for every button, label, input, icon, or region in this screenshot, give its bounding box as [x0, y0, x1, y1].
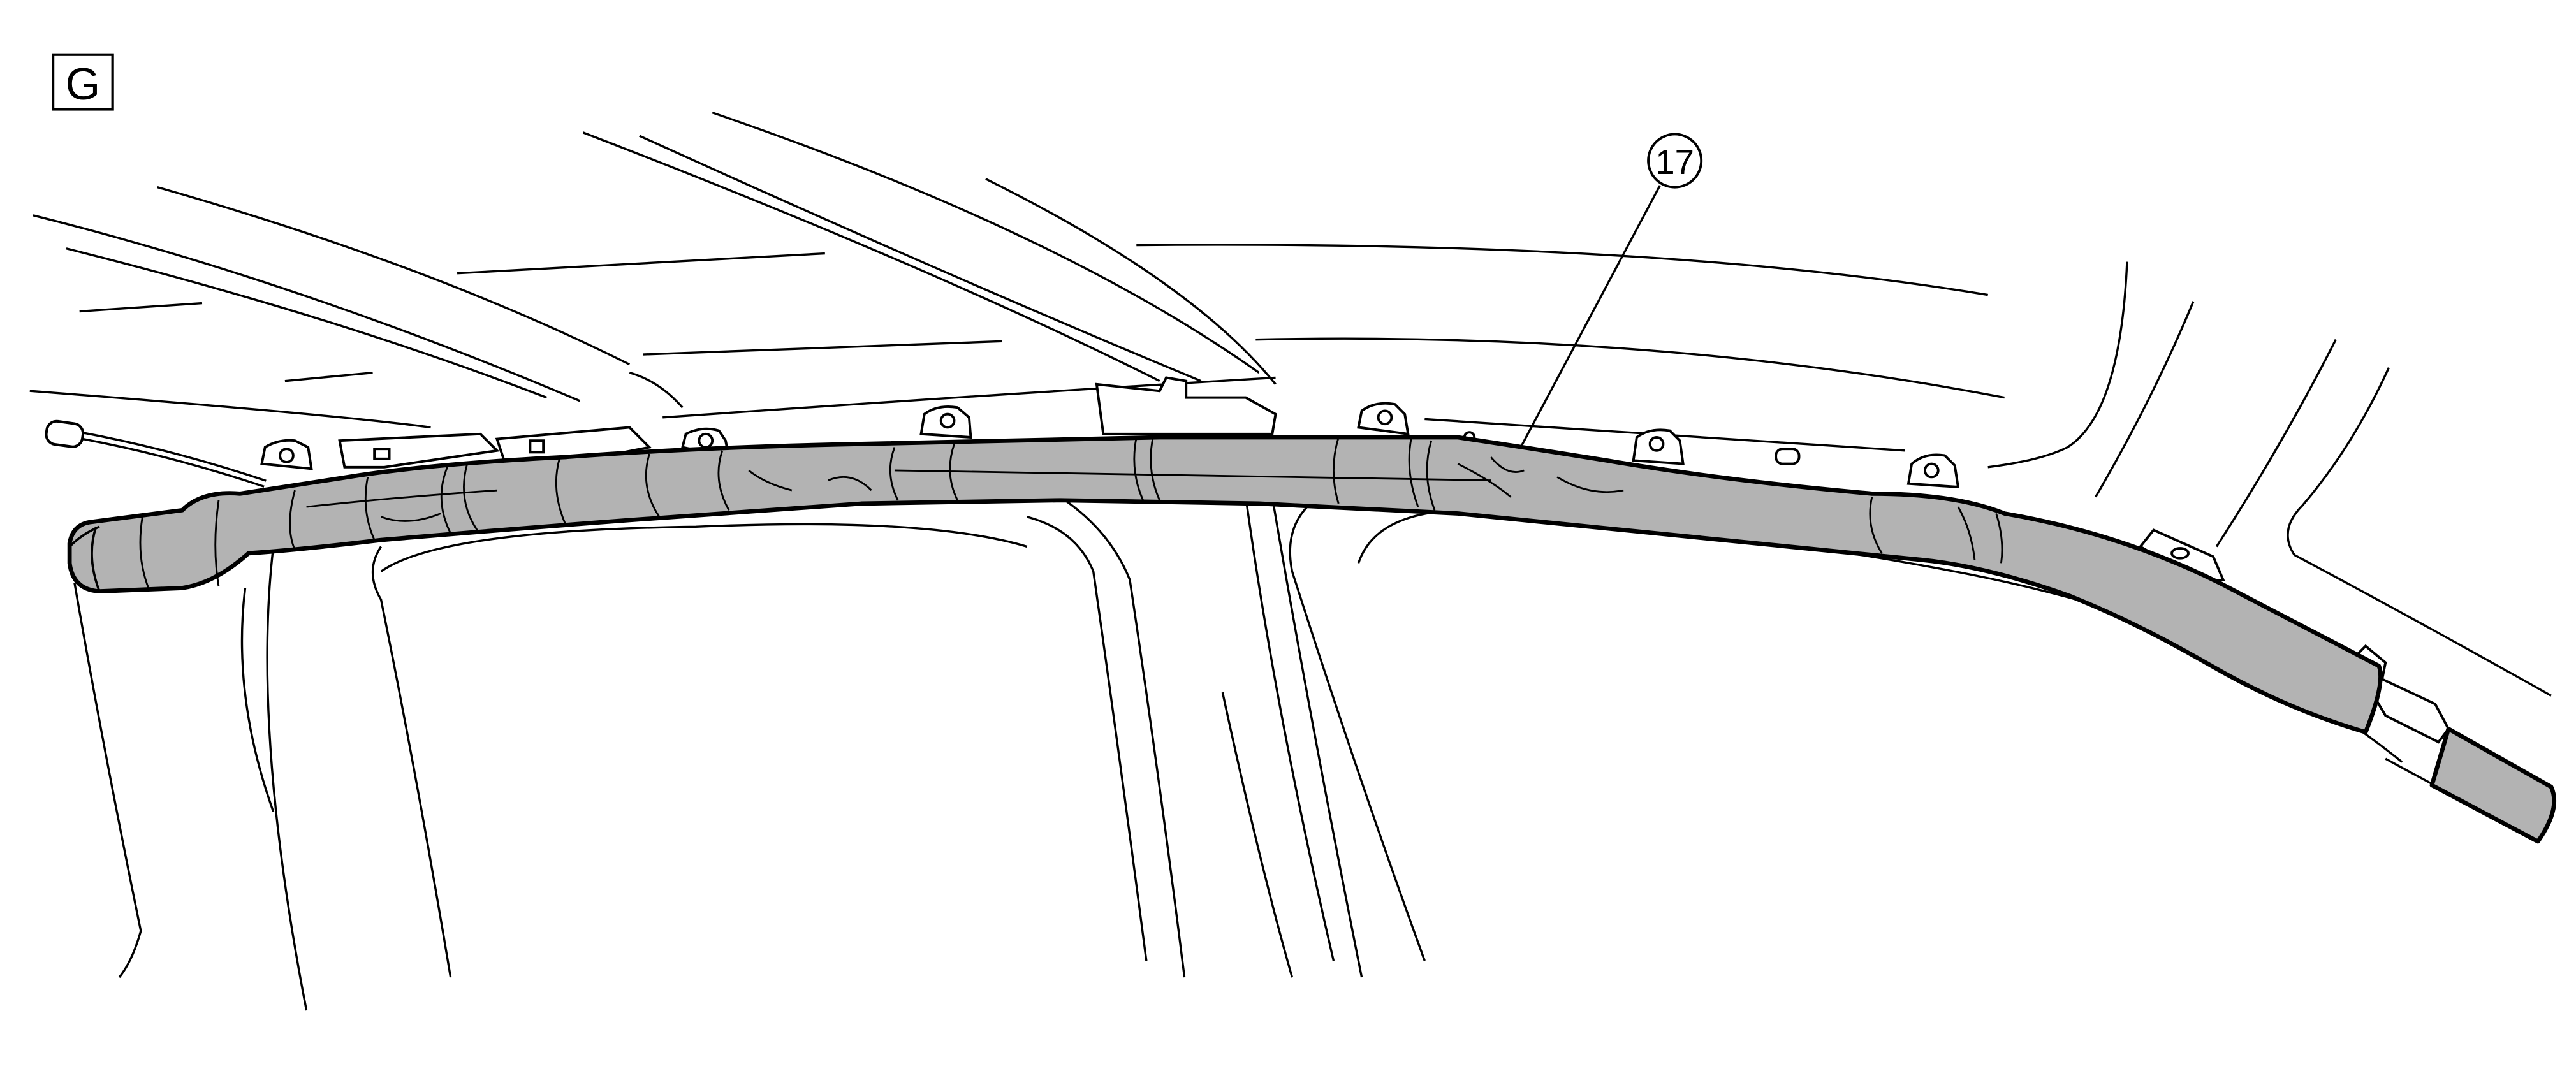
bracket-pillar-clip	[1095, 376, 1277, 435]
view-label-text: G	[66, 59, 101, 109]
bracket-front-hole	[279, 448, 295, 463]
callout-leader-line	[1519, 185, 1661, 448]
view-label: G	[52, 53, 114, 111]
view-label-box	[52, 53, 114, 111]
curtain-airbag-module	[67, 435, 2557, 844]
connector-plug	[45, 419, 85, 448]
roof-body-lines	[29, 112, 2552, 697]
airbag-body	[67, 435, 2383, 734]
airbag-front-end	[68, 525, 101, 592]
airbag-folds	[139, 437, 2003, 590]
inflator-cylinder	[2429, 726, 2557, 844]
callout-circle	[1647, 133, 1703, 189]
callout-17: 17	[1519, 133, 1703, 448]
harness-connector	[45, 419, 267, 488]
callout-number: 17	[1655, 143, 1694, 182]
harness-wire-inner	[72, 432, 266, 486]
rail-slot	[1775, 448, 1801, 465]
